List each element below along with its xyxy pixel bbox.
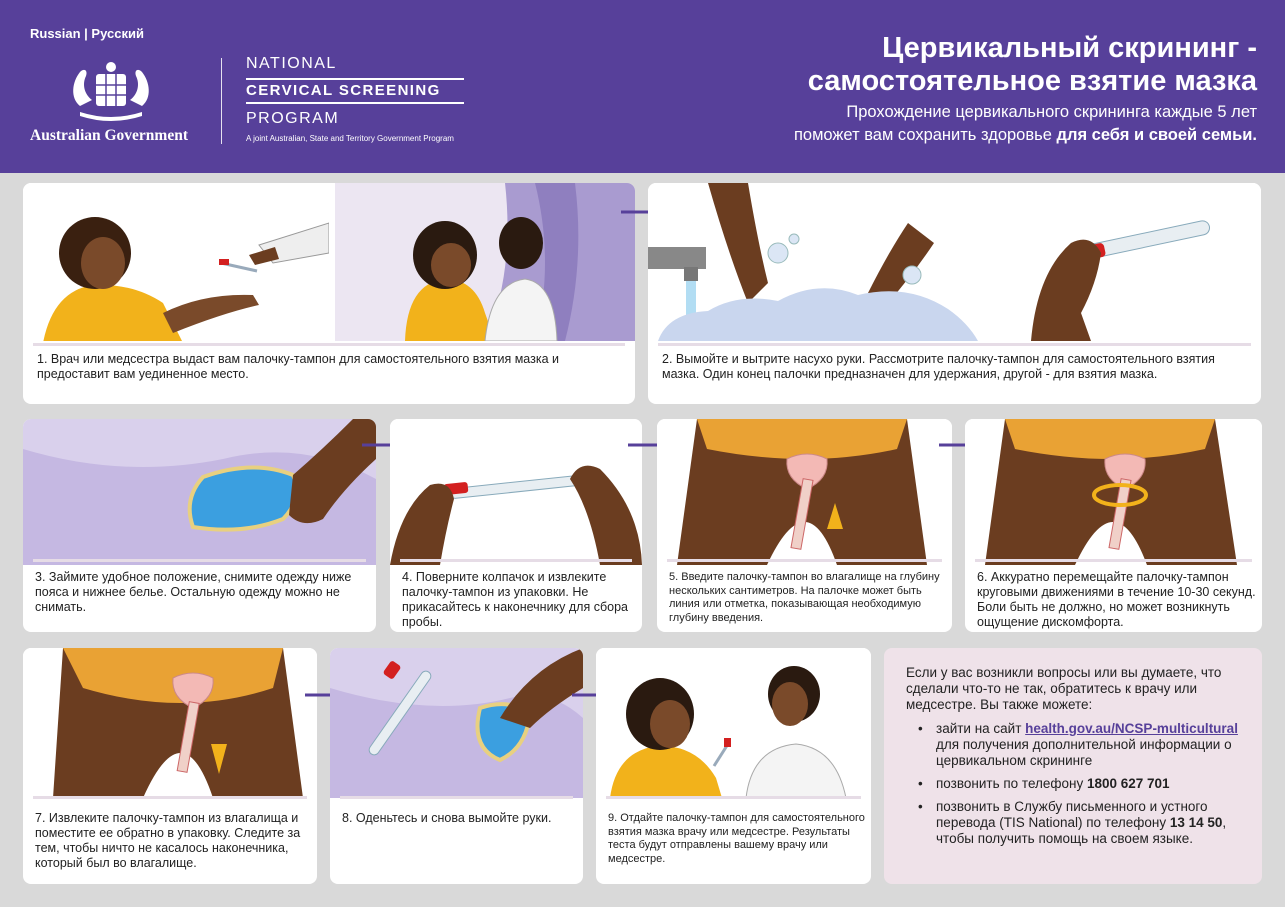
step-1-caption: 1. Врач или медсестра выдаст вам палочку… xyxy=(37,352,559,381)
step-2-washing-hands-illustration xyxy=(648,183,995,341)
title-line-2: самостоятельное взятие мазка xyxy=(807,65,1257,97)
step-3-panel: 3. Займите удобное положение, снимите од… xyxy=(23,419,376,632)
step-7-separator xyxy=(33,796,307,799)
tis-phone-number: 13 14 50 xyxy=(1169,815,1223,830)
step-7-panel: 7. Извлеките палочку-тампон из влагалища… xyxy=(23,648,317,884)
info-item-website-post: для получения дополнительной информации … xyxy=(936,737,1232,768)
step-9-separator xyxy=(606,796,861,799)
page-subtitle: Прохождение цервикального скрининга кажд… xyxy=(794,101,1257,147)
info-panel: Если у вас возникли вопросы или вы думае… xyxy=(884,648,1262,884)
program-tagline: A joint Australian, State and Territory … xyxy=(246,134,454,143)
program-rule-top xyxy=(246,78,464,80)
info-item-phone-pre: позвонить по телефону xyxy=(936,776,1087,791)
government-name: Australian Government xyxy=(30,127,189,144)
program-line-1: NATIONAL xyxy=(246,55,337,72)
header-banner: Russian | Русский Australian Government … xyxy=(0,0,1285,173)
subtitle-line-1: Прохождение цервикального скрининга кажд… xyxy=(846,103,1257,121)
step-1-panel: 1. Врач или медсестра выдаст вам палочку… xyxy=(23,183,635,404)
step-1-separator xyxy=(33,343,625,346)
info-item-tis: позвонить в Службу письменного и устного… xyxy=(918,799,1242,847)
program-line-3: PROGRAM xyxy=(246,110,340,127)
info-item-website: зайти на сайт health.gov.au/NCSP-multicu… xyxy=(918,721,1242,769)
step-6-panel: 6. Аккуратно перемещайте палочку-тампон … xyxy=(965,419,1262,632)
step-5-caption: 5. Введите палочку-тампон во влагалище н… xyxy=(669,571,940,624)
step-9-panel: 9. Отдайте палочку-тампон для самостояте… xyxy=(596,648,871,884)
step-5-separator xyxy=(667,559,942,562)
step-3-separator xyxy=(33,559,366,562)
subtitle-line-2: поможет вам сохранить здоровье для себя … xyxy=(794,124,1257,147)
step-2-swab-inspection-illustration xyxy=(1001,183,1261,341)
info-item-tis-post: , чтобы получить помощь на своем языке. xyxy=(936,815,1227,846)
step-2-panel: 2. Вымойте и вытрите насухо руки. Рассмо… xyxy=(648,183,1261,404)
page-title: Цервикальный скрининг - самостоятельное … xyxy=(808,32,1257,98)
coat-of-arms-icon xyxy=(73,62,149,121)
step-9-returning-swab-illustration xyxy=(596,648,871,798)
header-divider xyxy=(221,58,222,144)
step-4-separator xyxy=(400,559,632,562)
info-item-website-pre: зайти на сайт xyxy=(936,721,1026,736)
info-intro: Если у вас возникли вопросы или вы думае… xyxy=(906,665,1222,712)
step-8-panel: 8. Оденьтесь и снова вымойте руки. xyxy=(330,648,583,884)
website-link[interactable]: health.gov.au/NCSP-multicultural xyxy=(1025,721,1238,736)
step-6-separator xyxy=(975,559,1252,562)
step-3-caption: 3. Займите удобное положение, снимите од… xyxy=(35,570,352,614)
subtitle-plain: поможет вам сохранить здоровье xyxy=(793,126,1057,144)
step-6-rotating-swab-illustration xyxy=(965,419,1262,565)
step-8-separator xyxy=(340,796,573,799)
step-1-private-space-illustration xyxy=(335,183,635,341)
step-4-panel: 4. Поверните колпачок и извлеките палочк… xyxy=(390,419,642,632)
step-7-removing-swab-illustration xyxy=(23,648,317,798)
info-list: зайти на сайт health.gov.au/NCSP-multicu… xyxy=(906,721,1242,847)
program-rule-bottom xyxy=(246,102,464,104)
step-3-undressing-illustration xyxy=(23,419,376,565)
step-9-caption: 9. Отдайте палочку-тампон для самостояте… xyxy=(608,812,865,865)
step-8-caption: 8. Оденьтесь и снова вымойте руки. xyxy=(342,811,552,825)
step-1-doctor-gives-swab-illustration xyxy=(23,183,329,341)
step-4-unpacking-swab-illustration xyxy=(390,419,642,565)
step-5-inserting-swab-illustration xyxy=(657,419,952,565)
title-line-1: Цервикальный скрининг - xyxy=(882,32,1257,64)
step-2-separator xyxy=(658,343,1251,346)
step-2-caption: 2. Вымойте и вытрите насухо руки. Рассмо… xyxy=(662,352,1215,381)
info-item-tis-pre: позвонить в Службу письменного и устного… xyxy=(936,799,1208,830)
language-label: Russian | Русский xyxy=(30,26,144,41)
subtitle-bold: для себя и своей семьи. xyxy=(1056,126,1257,144)
step-8-dressing-illustration xyxy=(330,648,583,798)
info-item-phone: позвонить по телефону 1800 627 701 xyxy=(918,776,1242,792)
step-5-panel: 5. Введите палочку-тампон во влагалище н… xyxy=(657,419,952,632)
step-6-caption: 6. Аккуратно перемещайте палочку-тампон … xyxy=(977,570,1256,629)
program-line-2: CERVICAL SCREENING xyxy=(246,82,441,99)
phone-number: 1800 627 701 xyxy=(1086,776,1170,791)
step-7-caption: 7. Извлеките палочку-тампон из влагалища… xyxy=(35,811,301,870)
step-4-caption: 4. Поверните колпачок и извлеките палочк… xyxy=(402,570,628,629)
